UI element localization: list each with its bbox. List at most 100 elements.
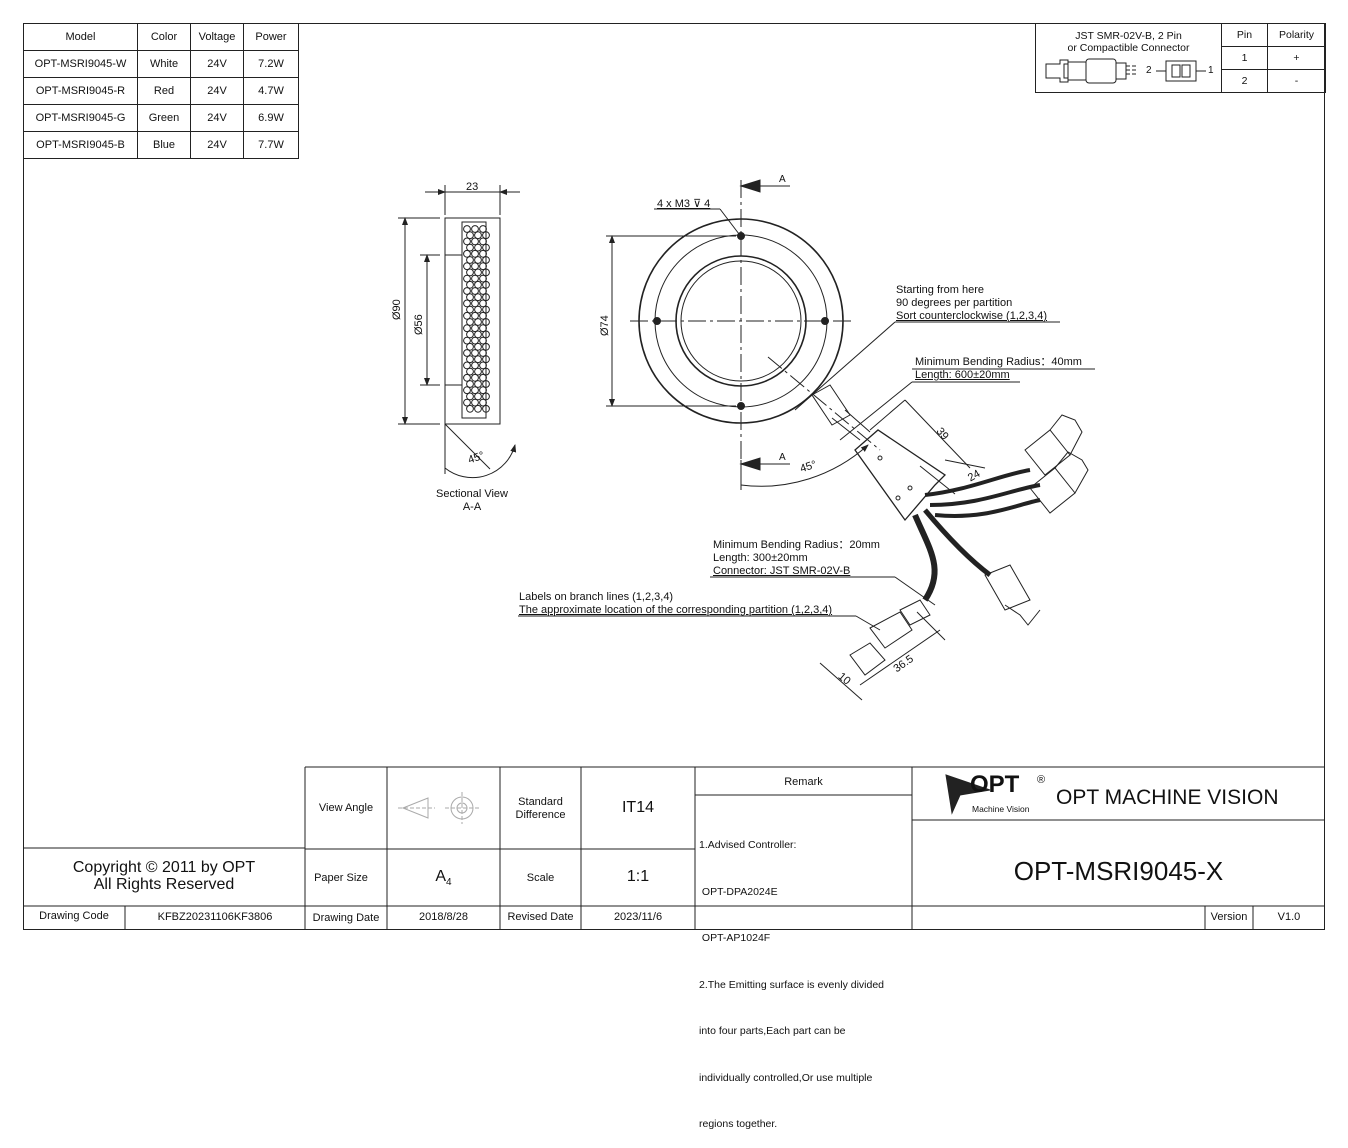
led-bead xyxy=(482,231,490,240)
led-bead xyxy=(463,311,471,320)
drawing-frame xyxy=(23,23,1325,930)
led-bead xyxy=(474,342,482,351)
version-value: V1.0 xyxy=(1277,911,1301,923)
led-bead xyxy=(463,361,471,370)
logo-sub: Machine Vision xyxy=(972,804,1030,814)
led-bead xyxy=(482,342,490,351)
led-bead xyxy=(479,311,487,320)
pin-2-label: 2 xyxy=(1146,65,1152,76)
led-bead xyxy=(482,318,490,326)
partition-note-line1: Starting from here xyxy=(896,284,985,296)
led-bead xyxy=(479,249,487,258)
dim-d74: Ø74 xyxy=(599,315,611,336)
led-bead xyxy=(482,330,490,339)
voltage-cell: 24V xyxy=(190,131,244,159)
led-bead xyxy=(463,373,471,382)
connector-caption: JST SMR-02V-B, 2 Pin or Compactible Conn… xyxy=(1036,24,1221,54)
copyright-line2: All Rights Reserved xyxy=(93,876,235,893)
led-bead xyxy=(463,324,471,333)
led-bead xyxy=(463,349,471,357)
led-bead xyxy=(482,293,490,302)
main-cable-note-line2: Length: 600±20mm xyxy=(915,369,1010,381)
labels-note-line1: Labels on branch lines (1,2,3,4) xyxy=(519,591,674,603)
led-bead xyxy=(471,311,479,320)
led-bead xyxy=(479,386,487,395)
title-block-lines xyxy=(23,766,1325,930)
copyright: Copyright © 2011 by OPT All Rights Reser… xyxy=(23,859,305,893)
scale-value: 1:1 xyxy=(626,868,650,885)
voltage-cell: 24V xyxy=(190,77,244,105)
sectional-view-line1: Sectional View xyxy=(436,488,508,500)
drawing-code-value: KFBZ20231106KF3806 xyxy=(157,911,273,923)
led-bead xyxy=(479,361,487,370)
led-bead xyxy=(474,293,482,302)
led-bead xyxy=(474,380,482,388)
branch-note: Minimum Bending Radius：20mm Length: 300±… xyxy=(713,539,880,578)
polarity-cell: - xyxy=(1267,69,1326,93)
branch-note-line3: Connector: JST SMR-02V-B xyxy=(713,565,851,577)
led-bead xyxy=(482,243,490,252)
remark-line: 1.Advised Controller: xyxy=(699,839,797,851)
led-bead xyxy=(471,386,479,395)
table-row: 2 - xyxy=(1036,69,1326,93)
table-row: OPT-MSRI9045-W White 24V 7.2W xyxy=(23,50,299,78)
pin-table: JST SMR-02V-B, 2 Pin or Compactible Conn… xyxy=(1035,23,1326,93)
pin-1-label: 1 xyxy=(1208,65,1214,76)
remark-line: individually controlled,Or use multiple xyxy=(699,1071,873,1084)
connector-line1: JST SMR-02V-B, 2 Pin xyxy=(1075,30,1182,42)
company-name: OPT MACHINE VISION xyxy=(1056,786,1279,809)
led-bead xyxy=(463,262,471,271)
dim-d90: Ø90 xyxy=(391,299,403,320)
color-cell: Green xyxy=(137,104,191,132)
logo-registered: ® xyxy=(1037,774,1046,786)
spec-table-header: Model Color Voltage Power xyxy=(23,23,299,51)
section-a-top: A xyxy=(779,174,786,185)
led-bead xyxy=(463,386,471,395)
header-color: Color xyxy=(137,23,191,51)
power-cell: 7.2W xyxy=(243,50,299,78)
labels-note-line2: The approximate location of the correspo… xyxy=(519,604,833,616)
drawing-date-value: 2018/8/28 xyxy=(419,911,468,923)
led-bead xyxy=(466,318,474,326)
led-bead xyxy=(463,274,471,283)
led-bead xyxy=(463,299,471,308)
color-cell: Blue xyxy=(137,131,191,159)
led-bead xyxy=(466,256,474,264)
model-cell: OPT-MSRI9045-G xyxy=(23,104,138,132)
led-bead xyxy=(479,274,487,283)
dim-d56: Ø56 xyxy=(413,314,425,335)
connector-cell: JST SMR-02V-B, 2 Pin or Compactible Conn… xyxy=(1035,23,1222,93)
led-bead xyxy=(482,392,490,401)
led-bead xyxy=(479,349,487,357)
partition-note-line3: Sort counterclockwise (1,2,3,4) xyxy=(896,310,1048,322)
led-bead xyxy=(471,262,479,271)
sectional-view-line2: A-A xyxy=(462,501,482,513)
main-cable-note: Minimum Bending Radius：40mm Length: 600±… xyxy=(915,356,1082,382)
model-cell: OPT-MSRI9045-R xyxy=(23,77,138,105)
remark-text: 1.Advised Controller: OPT-DPA2024E OPT-A… xyxy=(699,807,884,1148)
sectional-view: /* placeholder */ xyxy=(398,185,520,479)
led-bead xyxy=(482,280,490,289)
model-cell: OPT-MSRI9045-B xyxy=(23,131,138,159)
led-bead xyxy=(471,349,479,357)
drawing-date-label: Drawing Date xyxy=(312,912,380,924)
led-bead xyxy=(482,256,490,264)
led-bead xyxy=(466,367,474,376)
led-bead xyxy=(479,299,487,308)
branch-connector-bottom xyxy=(849,599,931,676)
led-bead xyxy=(466,280,474,289)
led-bead xyxy=(463,237,471,246)
paper-size-value: A4 xyxy=(387,868,500,888)
partition-note: Starting from here 90 degrees per partit… xyxy=(896,284,1047,323)
led-bead xyxy=(474,392,482,401)
standard-difference-value: IT14 xyxy=(621,799,654,816)
led-bead xyxy=(474,318,482,326)
led-bead xyxy=(466,330,474,339)
led-bead xyxy=(471,299,479,308)
led-bead xyxy=(463,336,471,345)
led-bead xyxy=(466,355,474,364)
standard-difference-label: Standard Difference xyxy=(515,796,566,821)
led-bead xyxy=(466,268,474,277)
led-bead xyxy=(479,324,487,333)
spec-table: Model Color Voltage Power OPT-MSRI9045-W… xyxy=(23,23,299,159)
